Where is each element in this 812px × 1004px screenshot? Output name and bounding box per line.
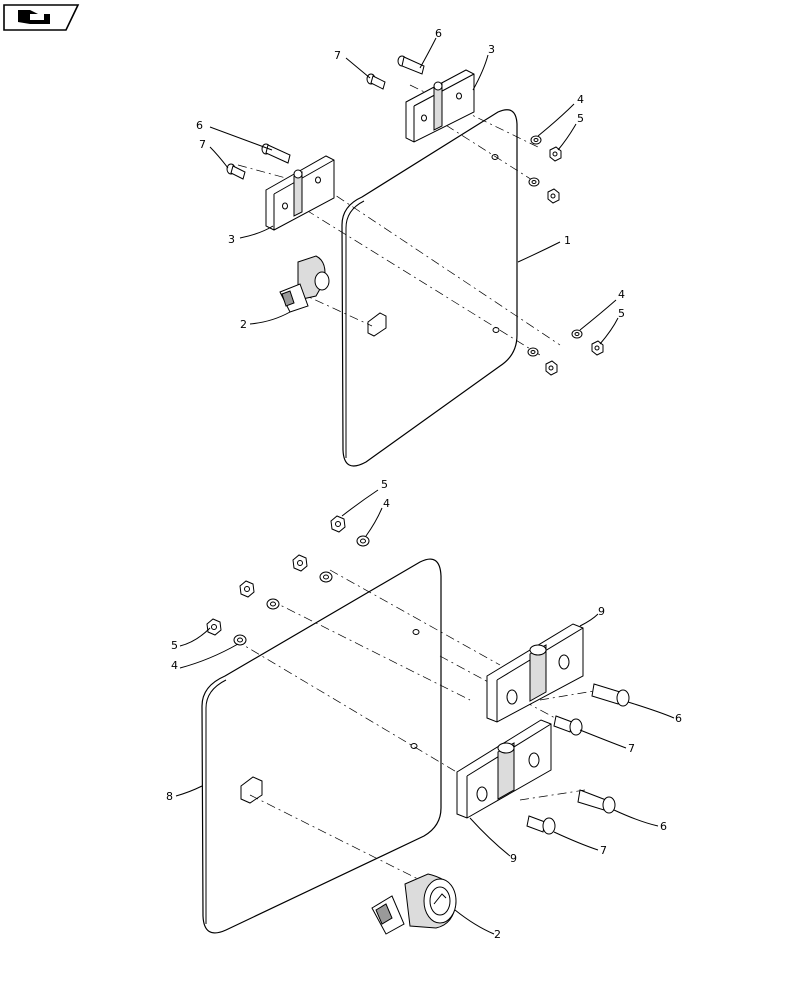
nut-bottom-mid-2 — [239, 580, 255, 598]
callout-2-latch: 2 — [494, 928, 501, 941]
screw-top-left — [226, 163, 246, 180]
screw-top-upper — [366, 73, 386, 90]
callout-4-washer-top: 4 — [383, 497, 390, 510]
callout-9-hinge-lower: 9 — [510, 852, 517, 865]
latch-bottom — [371, 873, 457, 935]
callout-5-nut-top: 5 — [381, 478, 388, 491]
bolt-top-left — [261, 143, 291, 164]
callout-7-screw-left: 7 — [199, 138, 206, 151]
nut-bottom-left — [206, 618, 222, 636]
callout-8-panel: 8 — [166, 790, 173, 803]
callout-7-screw-upper: 7 — [334, 49, 341, 62]
callout-6-bolt-upper: 6 — [435, 27, 442, 40]
panel-top — [341, 109, 518, 467]
callout-6-bolt-upper: 6 — [675, 712, 682, 725]
washer-top-upper — [530, 135, 542, 145]
nut-bottom-top — [330, 515, 346, 533]
hinge-top-left — [265, 155, 335, 231]
bolt-bottom-lower — [577, 789, 616, 814]
panel-bottom — [201, 558, 442, 934]
callout-6-bolt-left: 6 — [196, 119, 203, 132]
hinge-bottom-lower — [456, 719, 552, 819]
callout-6-bolt-lower: 6 — [660, 820, 667, 833]
washer-top-lower-2 — [527, 347, 539, 357]
callout-7-screw-lower: 7 — [600, 844, 607, 857]
callout-5-nut-left: 5 — [171, 639, 178, 652]
callout-4-washer-upper: 4 — [577, 93, 584, 106]
bolt-bottom-upper — [591, 683, 630, 707]
nut-bottom-mid — [292, 554, 308, 572]
callout-4-washer-left: 4 — [171, 659, 178, 672]
callout-3-hinge-left: 3 — [228, 233, 235, 246]
callout-7-screw-upper: 7 — [628, 742, 635, 755]
hinge-bottom-upper — [486, 623, 584, 723]
washer-top-upper-2 — [528, 177, 540, 187]
back-arrow-icon — [18, 10, 50, 24]
bolt-top-upper — [397, 55, 425, 75]
hinge-top-upper — [405, 69, 475, 143]
top-assembly: 3 6 7 4 5 6 7 3 1 2 4 5 — [196, 27, 625, 467]
nav-badge[interactable] — [3, 4, 80, 31]
nut-top-lower-2 — [545, 360, 558, 376]
screw-bottom-lower — [526, 815, 556, 835]
callout-2-latch: 2 — [240, 318, 247, 331]
callout-4-washer-lower: 4 — [618, 288, 625, 301]
washer-bottom-top — [356, 535, 370, 547]
latch-top — [279, 255, 330, 313]
washer-bottom-mid — [319, 571, 333, 583]
nut-top-upper — [549, 146, 562, 162]
bottom-assembly: 5 4 5 4 9 6 7 8 6 7 9 2 — [166, 478, 682, 941]
callout-5-nut-upper: 5 — [577, 112, 584, 125]
nut-top-lower — [591, 340, 604, 356]
washer-bottom-left — [233, 634, 247, 646]
callout-5-nut-lower: 5 — [618, 307, 625, 320]
screw-bottom-upper — [553, 715, 583, 736]
callout-1-panel: 1 — [564, 234, 571, 247]
nut-top-upper-2 — [547, 188, 560, 204]
washer-bottom-mid-2 — [266, 598, 280, 610]
callout-9-hinge-upper: 9 — [598, 605, 605, 618]
callout-3-hinge-upper: 3 — [488, 43, 495, 56]
washer-top-lower — [571, 329, 583, 339]
